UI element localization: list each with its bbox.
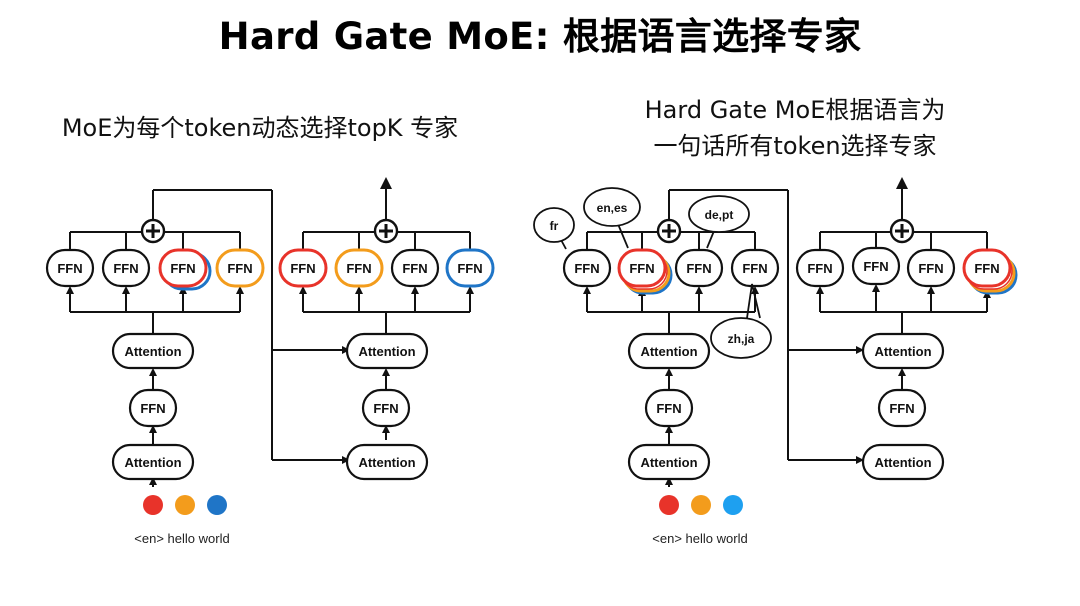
- token-dot-orange: [691, 495, 711, 515]
- svg-text:FFN: FFN: [889, 401, 914, 416]
- svg-text:zh,ja: zh,ja: [728, 332, 755, 346]
- attention-block: Attention: [627, 443, 711, 481]
- attention-block: Attention: [111, 443, 195, 481]
- svg-text:FFN: FFN: [57, 261, 82, 276]
- svg-text:fr: fr: [550, 219, 559, 233]
- expert-ffn-selected: FFN: [962, 248, 1018, 295]
- svg-text:FFN: FFN: [686, 261, 711, 276]
- expert-ffn-selected: FFN: [278, 248, 328, 288]
- expert-ffn: FFN: [45, 248, 95, 288]
- svg-text:Attention: Attention: [358, 344, 415, 359]
- attention-block: Attention: [627, 332, 711, 370]
- svg-text:FFN: FFN: [170, 261, 195, 276]
- input-text: <en> hello world: [134, 531, 229, 546]
- expert-ffn: FFN: [906, 248, 956, 288]
- svg-text:FFN: FFN: [227, 261, 252, 276]
- svg-text:FFN: FFN: [918, 261, 943, 276]
- svg-text:FFN: FFN: [863, 259, 888, 274]
- svg-text:FFN: FFN: [807, 261, 832, 276]
- svg-text:FFN: FFN: [629, 261, 654, 276]
- svg-text:FFN: FFN: [457, 261, 482, 276]
- svg-text:Attention: Attention: [640, 455, 697, 470]
- sum-node: [889, 218, 915, 244]
- attention-block: Attention: [111, 332, 195, 370]
- slide-title: Hard Gate MoE: 根据语言选择专家: [218, 15, 862, 58]
- expert-ffn-selected: FFN: [334, 248, 384, 288]
- right-caption: Hard Gate MoE根据语言为 一句话所有token选择专家: [560, 92, 1030, 164]
- svg-text:FFN: FFN: [574, 261, 599, 276]
- expert-ffn: FFN: [730, 248, 780, 288]
- svg-text:FFN: FFN: [402, 261, 427, 276]
- right-caption-line2: 一句话所有token选择专家: [653, 132, 937, 160]
- svg-text:Attention: Attention: [874, 455, 931, 470]
- attention-block: Attention: [345, 443, 429, 481]
- attention-block: Attention: [345, 332, 429, 370]
- svg-text:FFN: FFN: [974, 261, 999, 276]
- token-dot-orange: [175, 495, 195, 515]
- right-caption-line1: Hard Gate MoE根据语言为: [644, 96, 946, 124]
- callout-de-pt: de,pt: [688, 195, 750, 249]
- ffn-block: FFN: [877, 388, 927, 428]
- attention-block: Attention: [861, 332, 945, 370]
- expert-ffn-selected: FFN: [158, 248, 212, 291]
- svg-text:FFN: FFN: [113, 261, 138, 276]
- left-caption: MoE为每个token动态选择topK 专家: [61, 114, 459, 142]
- callout-en-es: en,es: [583, 187, 641, 249]
- sum-node: [656, 218, 682, 244]
- token-dot-blue: [207, 495, 227, 515]
- ffn-block: FFN: [361, 388, 411, 428]
- svg-text:FFN: FFN: [290, 261, 315, 276]
- left-panel: FFN FFN FFN FFN Attention FFN Attention: [45, 177, 495, 546]
- ffn-block: FFN: [644, 388, 694, 428]
- right-panel: FFN FFN FFN FFN fr en,es: [533, 177, 1018, 546]
- svg-text:Attention: Attention: [640, 344, 697, 359]
- expert-ffn: FFN: [390, 248, 440, 288]
- attention-block: Attention: [861, 443, 945, 481]
- callout-fr: fr: [533, 207, 575, 250]
- expert-ffn: FFN: [101, 248, 151, 288]
- svg-text:Attention: Attention: [124, 344, 181, 359]
- expert-ffn-selected: FFN: [617, 248, 673, 295]
- svg-text:FFN: FFN: [140, 401, 165, 416]
- svg-text:FFN: FFN: [742, 261, 767, 276]
- svg-text:Attention: Attention: [358, 455, 415, 470]
- svg-text:FFN: FFN: [346, 261, 371, 276]
- svg-text:en,es: en,es: [597, 201, 628, 215]
- svg-text:FFN: FFN: [656, 401, 681, 416]
- svg-text:Attention: Attention: [874, 344, 931, 359]
- expert-ffn-selected: FFN: [215, 248, 265, 288]
- expert-ffn: FFN: [562, 248, 612, 288]
- input-text: <en> hello world: [652, 531, 747, 546]
- expert-ffn: FFN: [674, 248, 724, 288]
- sum-node: [373, 218, 399, 244]
- expert-ffn-selected: FFN: [445, 248, 495, 288]
- expert-ffn: FFN: [851, 246, 901, 286]
- sum-node: [140, 218, 166, 244]
- token-dot-light-blue: [723, 495, 743, 515]
- svg-text:de,pt: de,pt: [705, 208, 734, 222]
- token-dot-red: [659, 495, 679, 515]
- callout-zh-ja: zh,ja: [710, 283, 772, 359]
- ffn-block: FFN: [128, 388, 178, 428]
- svg-text:FFN: FFN: [373, 401, 398, 416]
- svg-text:Attention: Attention: [124, 455, 181, 470]
- token-dot-red: [143, 495, 163, 515]
- expert-ffn: FFN: [795, 248, 845, 288]
